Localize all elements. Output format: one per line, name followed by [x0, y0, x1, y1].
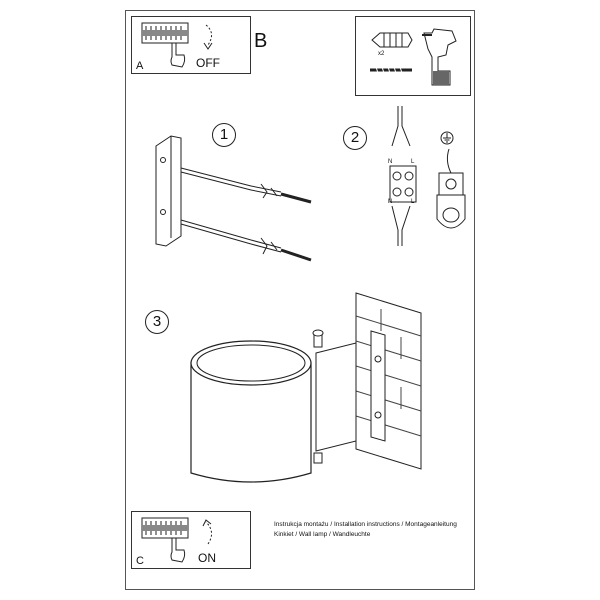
terminal-n-bottom: N	[388, 199, 393, 205]
screw-icon	[370, 66, 412, 74]
footer-caption-line2: Kinkiet / Wall lamp / Wandleuchte	[274, 531, 371, 538]
instruction-sheet: A OFF B x2 1	[125, 10, 475, 590]
breaker-panel-icon	[141, 517, 189, 539]
breaker-panel-icon	[141, 22, 189, 44]
section-b-label: B	[254, 30, 268, 52]
panel-c: C ON	[131, 511, 251, 569]
hand-icon	[170, 537, 186, 563]
terminal-block-illustration	[389, 106, 417, 246]
step-2-number: 2	[343, 126, 367, 150]
step-3-number: 3	[145, 310, 169, 334]
panel-a: A OFF	[131, 16, 251, 74]
terminal-l-bottom: L	[411, 199, 415, 205]
wall-plug-icon	[371, 32, 413, 48]
lamp-mounted-illustration	[190, 292, 422, 483]
panel-c-label: C	[136, 555, 144, 567]
drill-icon	[422, 28, 457, 86]
terminal-l-top: L	[411, 159, 415, 165]
terminal-n-top: N	[388, 159, 393, 165]
panel-b: x2	[355, 16, 471, 96]
switch-on-arrow-icon	[202, 519, 212, 545]
switch-off-arrow-icon	[203, 24, 213, 50]
hand-icon	[170, 42, 186, 68]
ground-symbol-icon	[440, 131, 454, 145]
footer-caption-line1: Instrukcja montażu / Installation instru…	[274, 521, 457, 528]
step-1-number: 1	[212, 123, 236, 147]
ground-terminal-illustration	[436, 148, 466, 229]
quantity-label: x2	[378, 51, 385, 57]
panel-c-action: ON	[198, 551, 216, 565]
panel-a-action: OFF	[196, 56, 220, 70]
panel-a-label: A	[136, 60, 144, 72]
mounting-bracket-illustration	[155, 135, 312, 262]
